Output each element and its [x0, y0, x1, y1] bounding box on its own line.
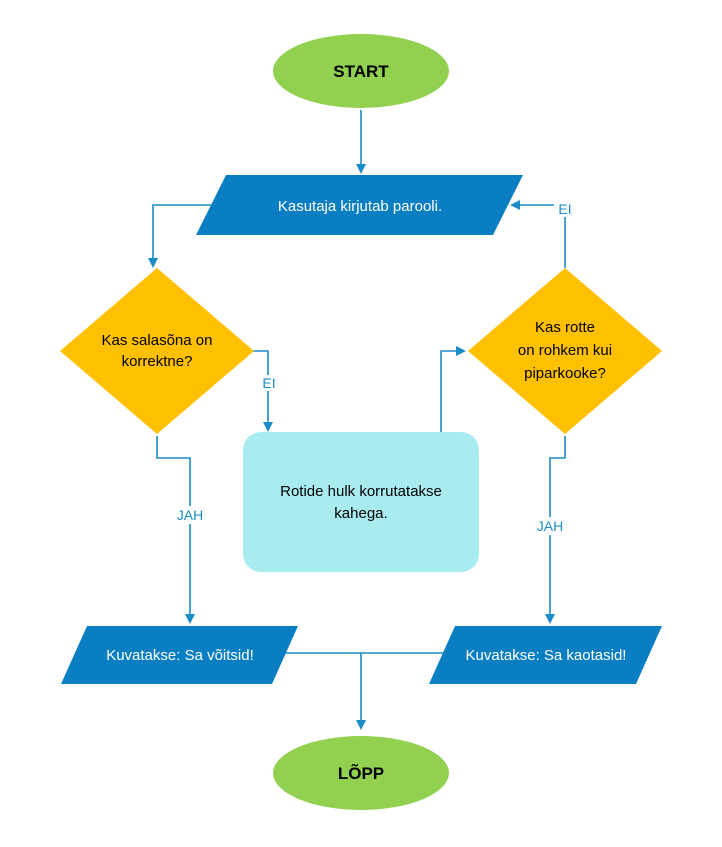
input-node: Kasutaja kirjutab parooli. [196, 175, 523, 235]
win-label: Kuvatakse: Sa võitsid! [106, 647, 254, 664]
rats-check-line1: Kas rotte [535, 319, 595, 336]
rats-check-line2: on rohkem kui [518, 342, 612, 359]
edge-label-rats-no: EI [558, 201, 571, 217]
double-rats-line2: kahega. [334, 505, 387, 522]
rats-check-node: Kas rotte on rohkem kui piparkooke? [468, 268, 662, 434]
edge-password-no-to-process [252, 350, 273, 432]
win-node: Kuvatakse: Sa võitsid! [61, 626, 298, 684]
end-label: LÕPP [338, 763, 384, 783]
password-check-node: Kas salasõna on korrektne? [60, 268, 254, 434]
rats-check-line3: piparkooke? [524, 365, 606, 382]
lose-node: Kuvatakse: Sa kaotasid! [429, 626, 662, 684]
end-node: LÕPP [273, 736, 449, 810]
start-label: START [333, 62, 389, 81]
double-rats-node: Rotide hulk korrutatakse kahega. [243, 432, 479, 572]
double-rats-line1: Rotide hulk korrutatakse [280, 483, 442, 500]
edge-input-to-password-check [148, 204, 211, 268]
edge-rats-yes-to-lose [545, 436, 566, 624]
edge-process-to-rats-check [440, 346, 466, 432]
edge-password-yes-to-win [156, 436, 195, 624]
lose-label: Kuvatakse: Sa kaotasid! [466, 647, 627, 664]
start-node: START [273, 34, 449, 108]
edge-label-password-yes: JAH [177, 507, 203, 523]
password-check-line1: Kas salasõna on [102, 332, 213, 349]
edge-label-password-no: EI [262, 375, 275, 391]
input-label: Kasutaja kirjutab parooli. [278, 198, 442, 215]
password-check-line2: korrektne? [122, 353, 193, 370]
edge-label-rats-yes: JAH [537, 518, 563, 534]
